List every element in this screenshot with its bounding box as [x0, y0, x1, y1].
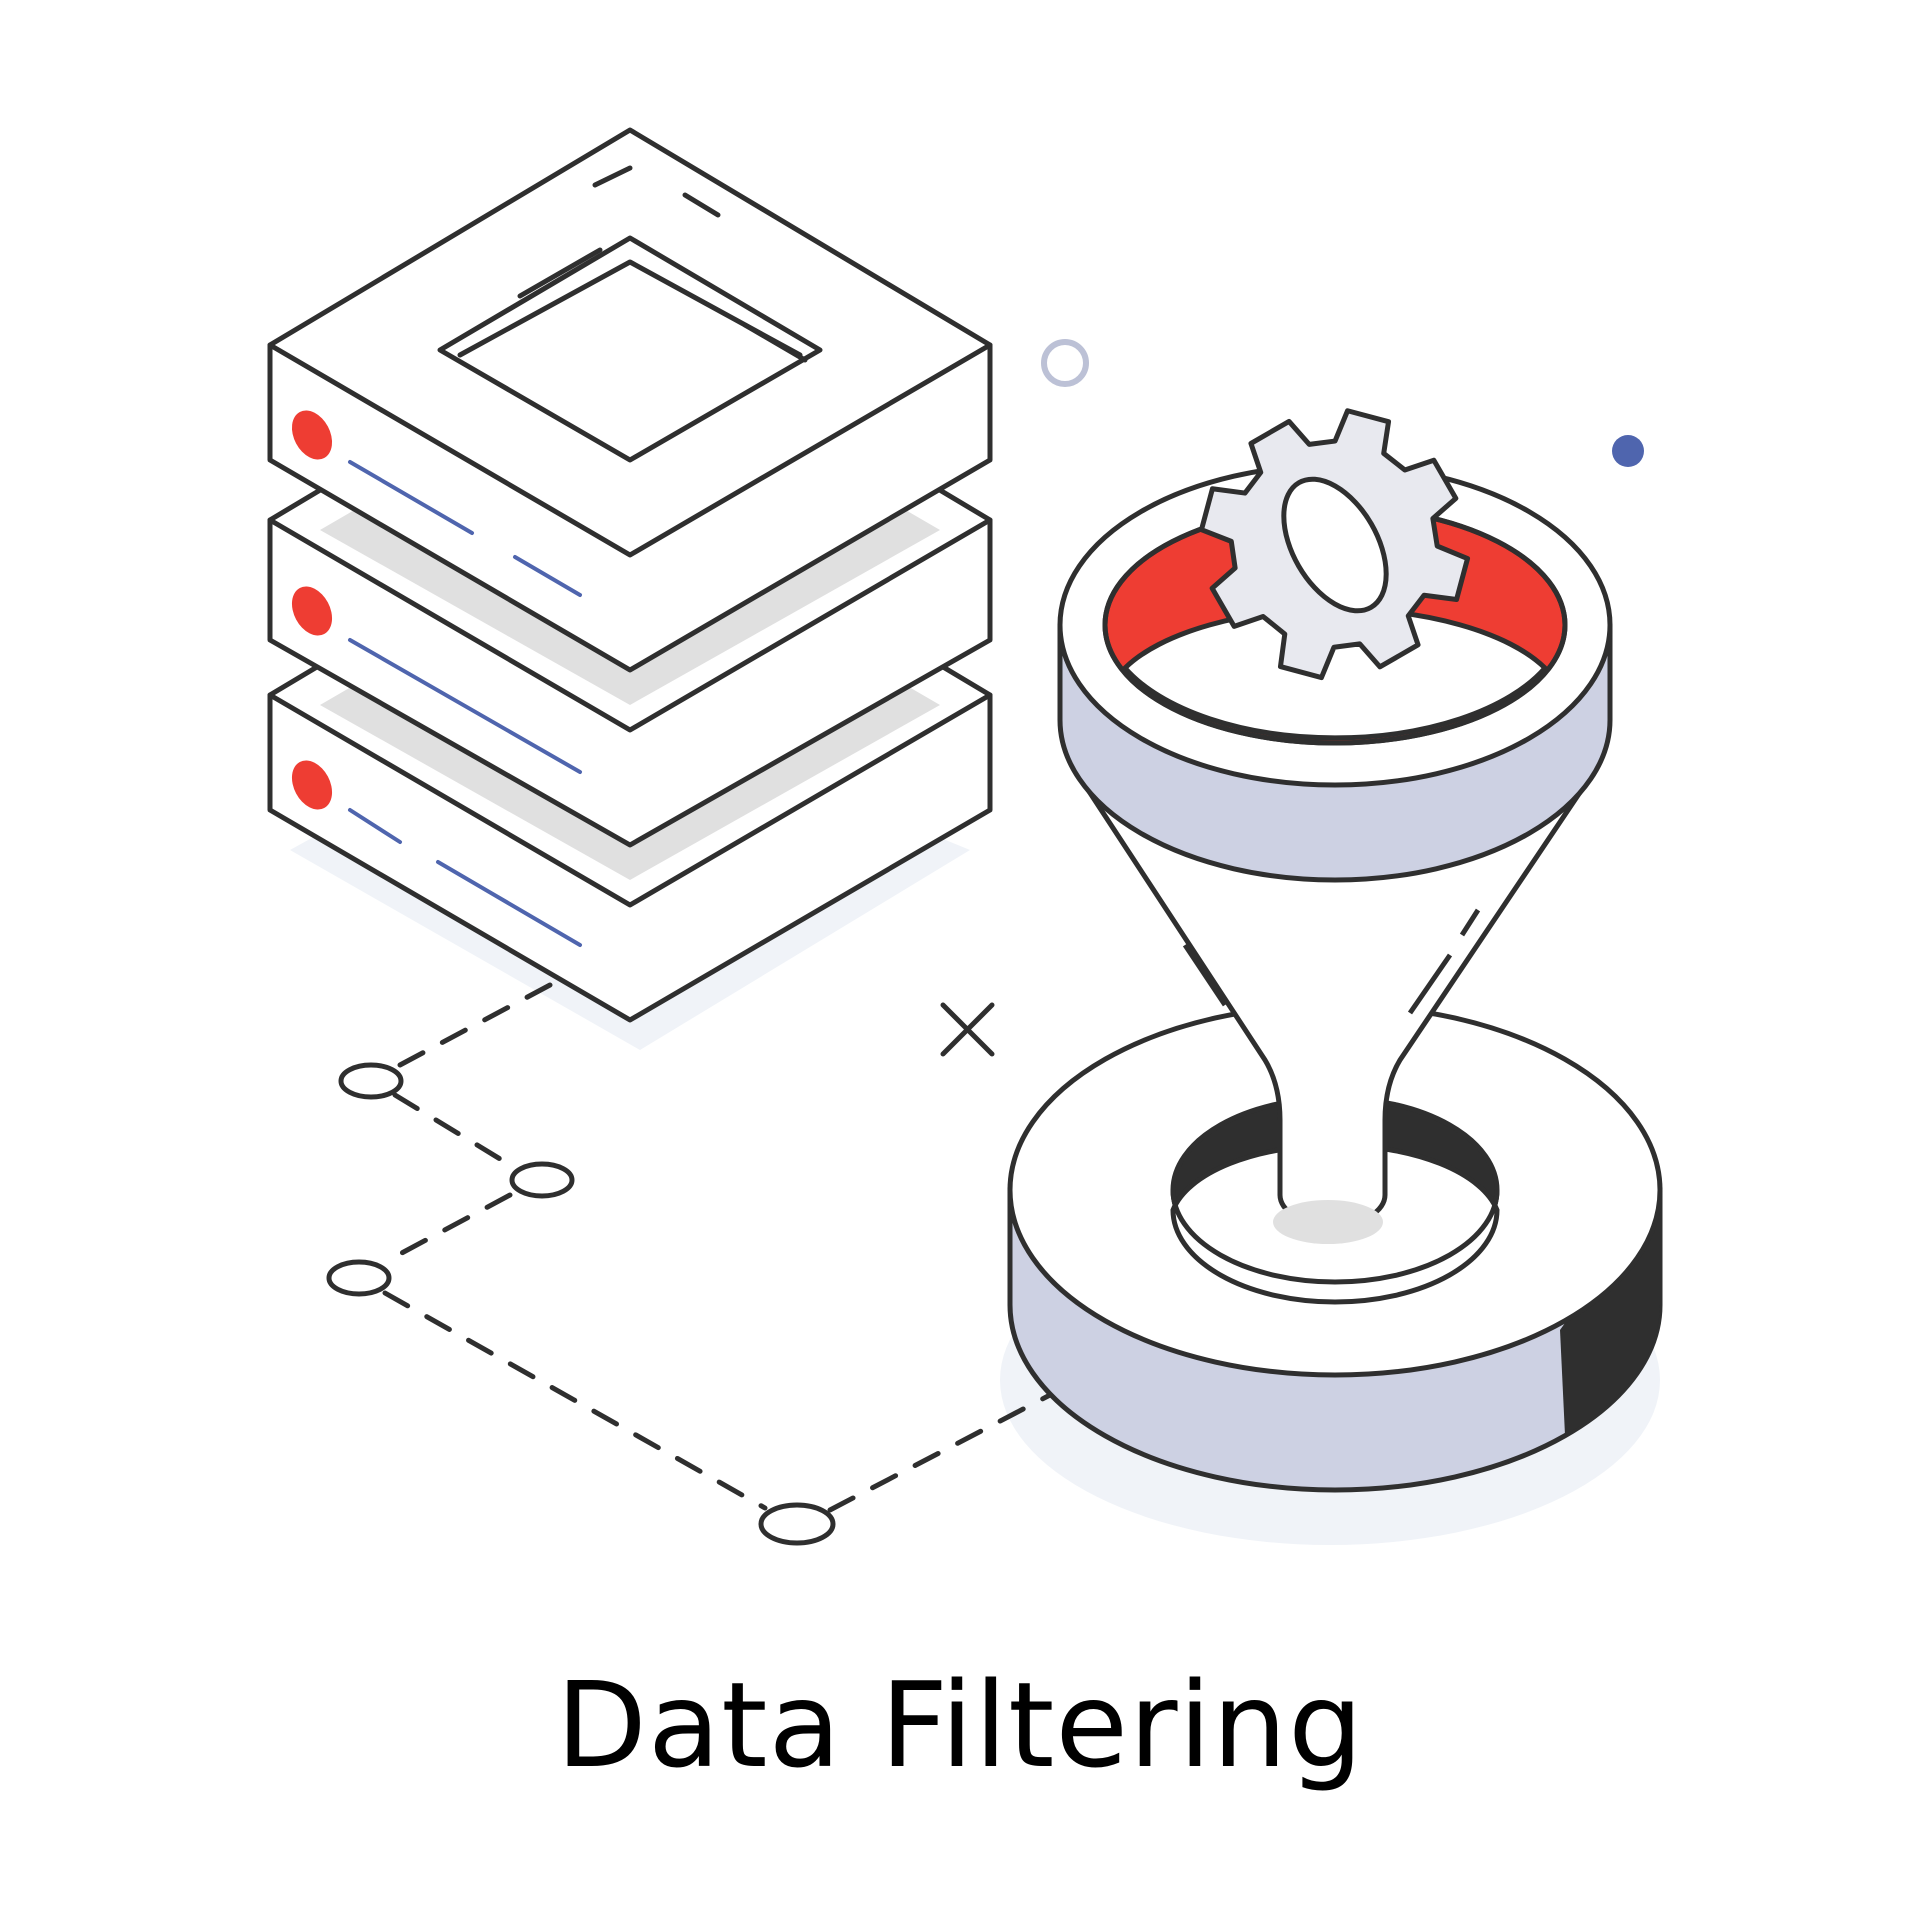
path-node	[758, 1502, 836, 1546]
sparkle-cross-icon	[940, 1002, 995, 1057]
data-path-icon	[326, 982, 1053, 1546]
gear-icon	[1198, 408, 1471, 681]
dot-icon	[1612, 435, 1644, 467]
path-node	[509, 1161, 575, 1199]
server-stack-icon	[267, 127, 993, 1023]
illustration-caption: Data Filtering	[556, 1656, 1364, 1794]
path-node	[326, 1259, 392, 1297]
server-layer-top	[267, 127, 993, 673]
ring-dot-icon	[1041, 339, 1089, 387]
path-node	[338, 1062, 404, 1100]
